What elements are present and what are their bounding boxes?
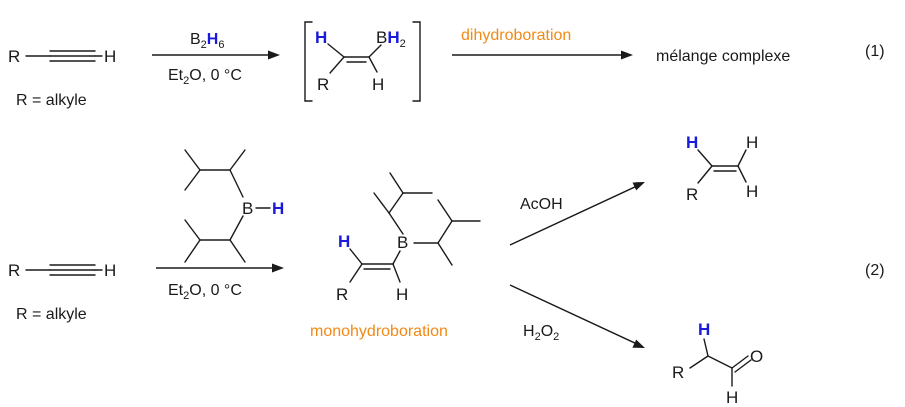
h-atom: H: [396, 285, 408, 304]
right-bracket: [412, 21, 421, 102]
alkyne-reactant-1: R H R = alkyle: [8, 47, 116, 109]
condition-et2o: Et2O, 0 °C: [168, 282, 242, 302]
r-atom: R: [8, 47, 20, 66]
r-atom: R: [317, 75, 329, 94]
h-atom-blue: H: [698, 320, 710, 339]
h-atom: H: [746, 133, 758, 152]
r-atom: R: [8, 261, 20, 280]
equation-number-1: (1): [865, 43, 885, 60]
reagent-b2h6: B2H6: [190, 31, 224, 51]
left-bracket: [304, 21, 313, 102]
r-atom: R: [336, 285, 348, 304]
h-atom: H: [104, 47, 116, 66]
h-atom-blue: H: [315, 28, 327, 47]
condition-et2o: Et2O, 0 °C: [168, 67, 242, 87]
alkyne-reactant-2: R H R = alkyle: [8, 261, 116, 323]
r-atom: R: [686, 185, 698, 204]
h-atom-blue: H: [272, 199, 284, 218]
h-atom: H: [104, 261, 116, 280]
reagent-h2o2: H2O2: [523, 323, 559, 343]
boron-atom: B: [242, 199, 253, 218]
r-alkyl-legend: R = alkyle: [16, 306, 87, 323]
reaction-arrow-2a: Et2O, 0 °C: [156, 263, 284, 302]
vinyl-disiamylborane-intermediate: B H R H monohydroboration: [310, 172, 481, 340]
equation-number-2: (2): [865, 262, 885, 279]
aldehyde-product: H R O H: [672, 320, 763, 407]
vinylborane-intermediate: H BH2 R H: [304, 21, 421, 102]
reaction-arrow-1a: B2H6 Et2O, 0 °C: [152, 31, 280, 87]
reaction-2: R H R = alkyle B H: [8, 133, 885, 407]
h-atom: H: [746, 182, 758, 201]
alkene-product: H H H R: [686, 133, 758, 204]
h-atom: H: [372, 75, 384, 94]
reaction-arrow-lower: H2O2: [509, 284, 645, 348]
h-atom: H: [726, 388, 738, 407]
reaction-arrow-upper: AcOH: [509, 182, 645, 246]
bh2-group: BH2: [376, 28, 406, 50]
oxygen-atom: O: [750, 347, 763, 366]
product-complex-mixture: mélange complexe: [656, 48, 790, 65]
reaction-arrow-1b: dihydroboration: [452, 27, 633, 60]
h-atom-blue: H: [686, 133, 698, 152]
disiamylborane-reagent: B H: [184, 149, 284, 263]
r-alkyl-legend: R = alkyle: [16, 92, 87, 109]
reaction-1: R H R = alkyle B2H6 Et2O, 0 °C H BH2: [8, 21, 885, 109]
monohydroboration-label: monohydroboration: [310, 323, 448, 340]
reagent-acoh: AcOH: [520, 196, 563, 213]
boron-atom: B: [397, 233, 408, 252]
dihydroboration-label: dihydroboration: [461, 27, 571, 44]
r-atom: R: [672, 363, 684, 382]
h-atom-blue: H: [338, 232, 350, 251]
